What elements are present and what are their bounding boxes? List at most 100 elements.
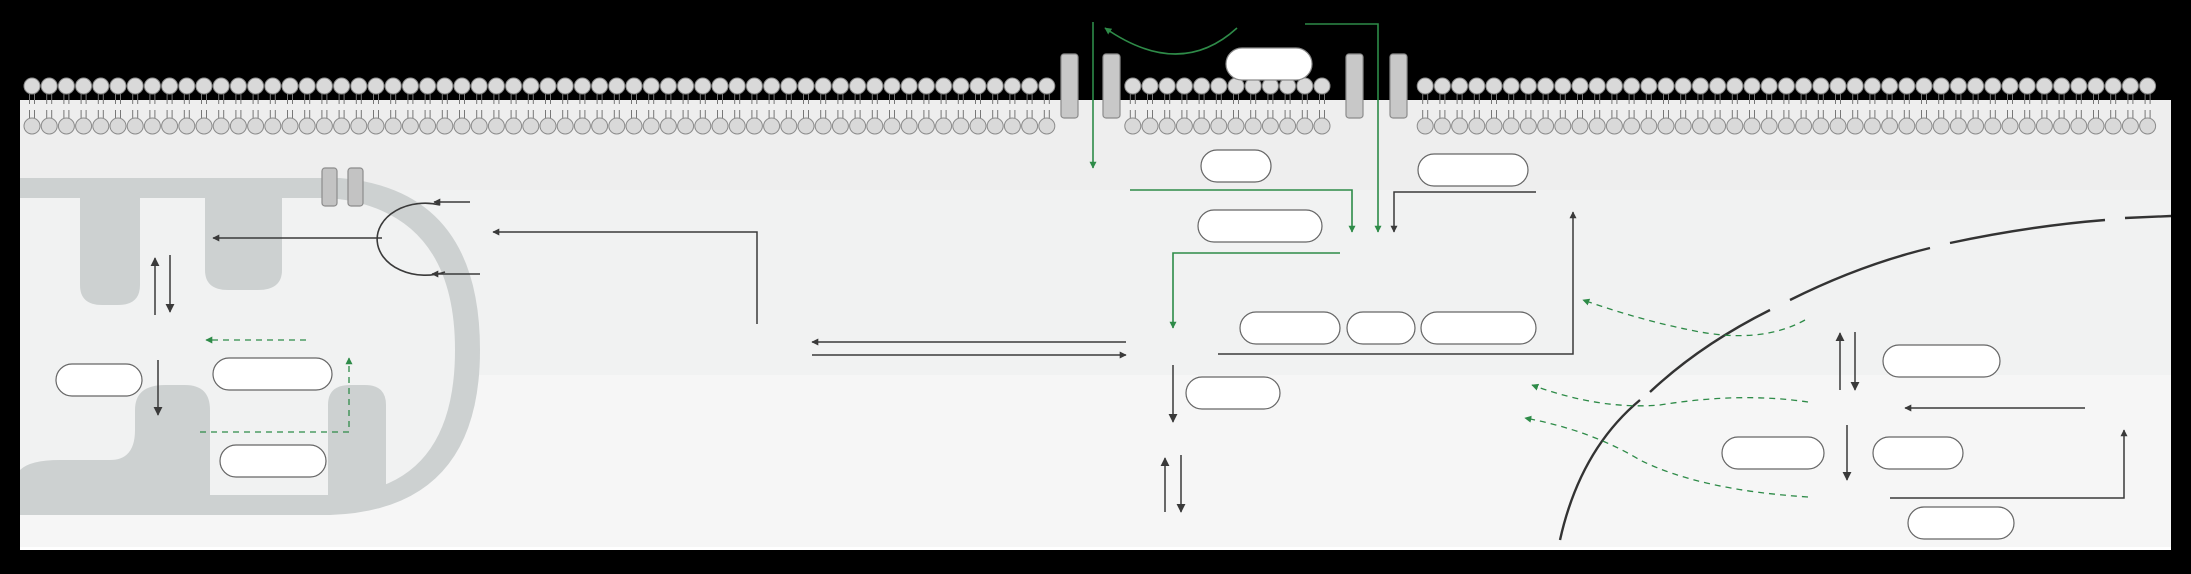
lipid-head bbox=[2088, 118, 2104, 134]
lipid-head bbox=[1176, 118, 1192, 134]
lipid-head bbox=[1159, 118, 1175, 134]
lipid-head bbox=[24, 118, 40, 134]
lipid-head bbox=[144, 118, 160, 134]
lipid-head bbox=[1469, 118, 1485, 134]
lipid-head bbox=[1538, 78, 1554, 94]
lipid-head bbox=[2036, 78, 2052, 94]
lipid-head bbox=[970, 118, 986, 134]
lipid-head bbox=[1142, 78, 1158, 94]
lipid-head bbox=[2122, 78, 2138, 94]
lipid-head bbox=[1589, 78, 1605, 94]
lipid-head bbox=[2019, 78, 2035, 94]
lipid-head bbox=[2140, 118, 2156, 134]
lipid-head bbox=[1710, 118, 1726, 134]
lipid-head bbox=[970, 78, 986, 94]
lipid-head bbox=[144, 78, 160, 94]
channel-2b bbox=[1390, 54, 1407, 118]
lipid-head bbox=[1452, 118, 1468, 134]
lipid-head bbox=[1692, 78, 1708, 94]
lipid-head bbox=[127, 78, 143, 94]
lipid-head bbox=[1125, 118, 1141, 134]
lipid-head bbox=[1245, 118, 1261, 134]
lipid-head bbox=[1503, 118, 1519, 134]
lipid-head bbox=[867, 118, 883, 134]
lipid-head bbox=[179, 118, 195, 134]
lipid-head bbox=[1228, 118, 1244, 134]
lipid-head bbox=[2036, 118, 2052, 134]
lipid-head bbox=[2105, 118, 2121, 134]
lipid-head bbox=[764, 118, 780, 134]
lipid-head bbox=[1950, 118, 1966, 134]
lipid-head bbox=[1520, 78, 1536, 94]
label-box-3 bbox=[1198, 210, 1322, 242]
lipid-head bbox=[1813, 118, 1829, 134]
lipid-head bbox=[1125, 78, 1141, 94]
lipid-head bbox=[1968, 78, 1984, 94]
label-box-4 bbox=[1240, 312, 1340, 344]
lipid-head bbox=[1727, 78, 1743, 94]
lipid-head bbox=[781, 118, 797, 134]
lipid-head bbox=[110, 78, 126, 94]
lipid-head bbox=[454, 118, 470, 134]
mito-channel-right bbox=[348, 168, 363, 206]
lipid-head bbox=[867, 78, 883, 94]
lipid-head bbox=[1159, 78, 1175, 94]
lipid-head bbox=[2054, 78, 2070, 94]
lipid-head bbox=[402, 118, 418, 134]
lipid-head bbox=[901, 78, 917, 94]
lipid-head bbox=[1675, 78, 1691, 94]
lipid-head bbox=[1675, 118, 1691, 134]
channel-1b bbox=[1103, 54, 1120, 118]
lipid-head bbox=[351, 78, 367, 94]
lipid-head bbox=[282, 118, 298, 134]
lipid-head bbox=[2054, 118, 2070, 134]
lipid-head bbox=[1624, 78, 1640, 94]
lipid-head bbox=[1004, 118, 1020, 134]
lipid-head bbox=[127, 118, 143, 134]
label-box-1 bbox=[1201, 150, 1271, 182]
lipid-head bbox=[1847, 78, 1863, 94]
lipid-head bbox=[557, 118, 573, 134]
lipid-head bbox=[110, 118, 126, 134]
lipid-head bbox=[1142, 118, 1158, 134]
lipid-head bbox=[1744, 78, 1760, 94]
lipid-head bbox=[540, 78, 556, 94]
lipid-head bbox=[24, 78, 40, 94]
channel-1a bbox=[1061, 54, 1078, 118]
lipid-head bbox=[660, 118, 676, 134]
lipid-head bbox=[471, 118, 487, 134]
lipid-head bbox=[1211, 78, 1227, 94]
lipid-head bbox=[1744, 118, 1760, 134]
lipid-head bbox=[1486, 118, 1502, 134]
crista-top-1 bbox=[80, 198, 140, 305]
lipid-head bbox=[643, 78, 659, 94]
lipid-head bbox=[815, 118, 831, 134]
lipid-head bbox=[1950, 78, 1966, 94]
lipid-head bbox=[953, 78, 969, 94]
lipid-head bbox=[2071, 78, 2087, 94]
lipid-head bbox=[574, 78, 590, 94]
lipid-head bbox=[230, 118, 246, 134]
lipid-head bbox=[76, 118, 92, 134]
lipid-head bbox=[93, 78, 109, 94]
lipid-head bbox=[1572, 118, 1588, 134]
lipid-head bbox=[884, 78, 900, 94]
lipid-head bbox=[832, 118, 848, 134]
lipid-head bbox=[506, 118, 522, 134]
lipid-head bbox=[712, 118, 728, 134]
lipid-head bbox=[1882, 78, 1898, 94]
lipid-head bbox=[1933, 118, 1949, 134]
lipid-head bbox=[918, 118, 934, 134]
lipid-head bbox=[1882, 118, 1898, 134]
lipid-head bbox=[901, 118, 917, 134]
lipid-head bbox=[1778, 118, 1794, 134]
lipid-head bbox=[540, 118, 556, 134]
lipid-head bbox=[351, 118, 367, 134]
lipid-head bbox=[1434, 118, 1450, 134]
lipid-head bbox=[1761, 118, 1777, 134]
lipid-head bbox=[213, 78, 229, 94]
lipid-head bbox=[523, 78, 539, 94]
lipid-head bbox=[798, 78, 814, 94]
lipid-head bbox=[196, 78, 212, 94]
membrane-protein bbox=[1226, 48, 1312, 80]
